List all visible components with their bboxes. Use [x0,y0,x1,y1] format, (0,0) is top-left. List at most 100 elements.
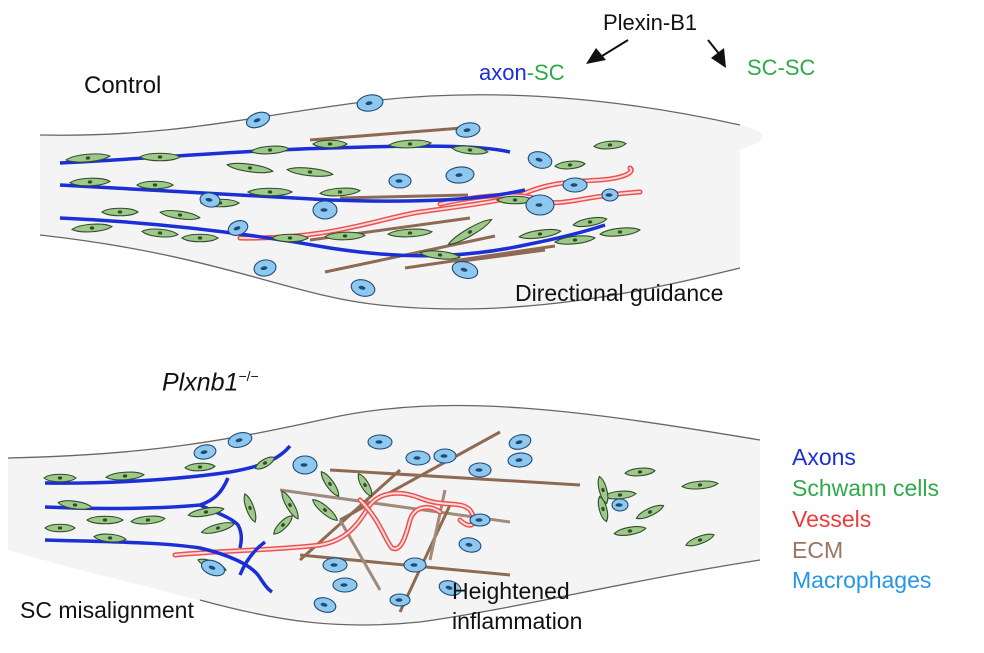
mutant-title: Plxnb1−/− [162,368,259,397]
macrophage [562,177,588,193]
macrophage [227,432,253,448]
schwann-cell [681,480,719,490]
macrophage [322,557,348,573]
schwann-cell [138,152,182,162]
schwann-cell [613,526,647,536]
control-ecm-fiber [309,126,463,142]
schwann-cell [281,490,299,520]
schwann-cell [603,490,637,500]
control-cells [64,94,641,297]
mutant-nerve-bottom-edge [199,559,761,626]
schwann-cell [320,471,340,497]
schwann-cell [451,145,489,155]
mutant-genotype: −/− [238,368,259,384]
schwann-cell [386,228,434,238]
mutant-nerve-sheath [8,405,760,625]
schwann-cell [685,533,715,547]
arrow-to-sc-sc [707,39,721,56]
schwann-cell [200,522,236,534]
inflammation-caption-line2: inflammation [452,608,583,634]
sc-misalignment-caption: SC misalignment [20,597,194,623]
schwann-cell [447,218,493,246]
schwann-cell [285,167,335,177]
sc-sc-label: SC-SC [747,55,816,80]
schwann-cell [635,504,665,520]
schwann-cell [57,500,93,510]
legend-item-schwann-cells: Schwann cells [792,475,940,501]
schwann-cell [599,227,641,237]
schwann-cell [71,223,113,233]
schwann-cell [319,187,361,197]
control-ecm-fiber [339,193,469,200]
control-ecm-fiber [454,248,546,264]
schwann-cell [101,207,139,217]
mutant-gene: Plxnb1 [162,368,239,397]
schwann-cell [597,475,609,505]
schwann-cell [250,145,290,155]
schwann-cell [136,180,174,190]
schwann-cell [68,177,112,187]
macrophage [313,597,337,613]
schwann-cell [554,160,586,170]
control-title: Control [84,72,162,99]
schwann-cell [187,506,225,518]
macrophage [405,450,431,466]
schwann-cell [43,473,77,483]
schwann-cell [44,523,76,533]
schwann-cell [312,499,338,521]
mutant-axon [238,540,267,576]
macrophage [455,122,481,138]
control-axon [59,216,606,258]
plexin-b1-label: Plexin-B1 [603,10,698,35]
macrophage [445,166,475,184]
macrophage [332,577,358,593]
legend-item-axons: Axons [792,444,856,470]
schwann-cell [271,233,309,243]
schwann-cell [130,515,166,525]
mutant-vessel-inner [174,492,476,556]
macrophage [527,151,553,169]
legend-item-vessels: Vessels [792,506,872,532]
schwann-cell [254,456,276,470]
schwann-cell [246,187,294,197]
macrophage [469,513,491,527]
control-caption: Directional guidance [515,280,724,306]
schwann-cell [159,210,201,220]
schwann-cell [64,153,112,163]
mutant-ecm-fiber [398,504,452,613]
macrophage [193,444,217,460]
macrophage [458,537,482,553]
schwann-cell [554,235,596,245]
schwann-cell [323,231,367,241]
schwann-cell [86,515,124,525]
schwann-cell [312,139,348,149]
mutant-vessel-inner [359,499,441,550]
axon-sc-sc-part: SC [534,60,565,85]
arrow-to-axon-sc [601,39,629,57]
legend-item-ecm: ECM [792,537,844,563]
schwann-cell [597,495,609,523]
schwann-cell [141,228,179,238]
macrophage [433,448,457,464]
macrophage [601,188,619,202]
macrophage [356,94,384,112]
axon-sc-label: axon-SC [479,60,565,86]
arrowhead-left [586,48,606,64]
axon-sc-axon-part: axon [479,60,527,85]
macrophage [525,194,555,216]
schwann-cell [93,533,127,543]
macrophage [245,111,271,129]
schwann-cell [419,250,461,260]
arrowhead-right [711,48,726,68]
schwann-cell [181,233,219,243]
macrophage [312,200,338,220]
schwann-cell [243,493,257,523]
macrophage [292,455,318,475]
inflammation-caption-line1: Heightened [452,578,570,604]
macrophage [253,259,277,277]
macrophage [388,173,412,189]
control-ecm-fiber [404,244,556,270]
plexin-arrows [586,39,726,68]
control-nerve [39,94,763,310]
